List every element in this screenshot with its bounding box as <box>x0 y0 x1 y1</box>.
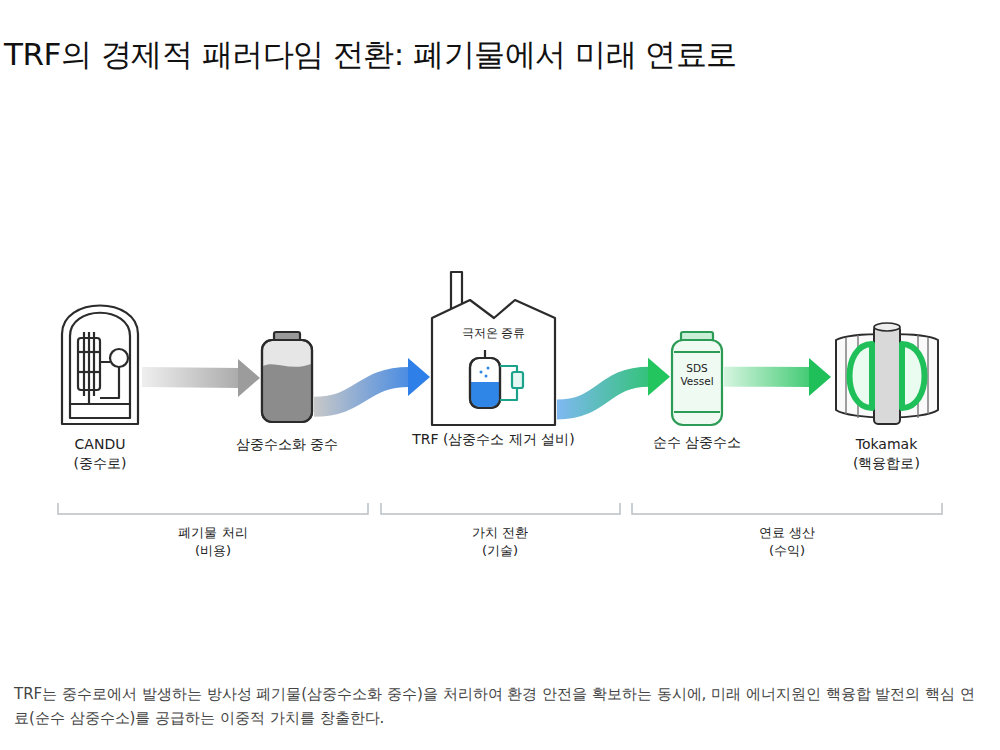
candu-icon <box>62 306 138 425</box>
flow-arrow <box>142 359 260 397</box>
group-label: 가치 전환 (기술) <box>459 524 541 560</box>
diagram-node: CANDU (중수로) <box>60 305 140 425</box>
arrow-head <box>648 358 670 396</box>
flow-arrow <box>724 358 831 396</box>
flow-band <box>142 367 239 388</box>
arrow-head <box>408 358 430 396</box>
arrow-head <box>809 358 831 396</box>
sds-vessel-icon <box>672 332 722 425</box>
group-brackets <box>58 503 942 514</box>
group-label: 연료 생산 (수익) <box>746 524 828 560</box>
arrow-head <box>238 359 260 397</box>
diagram-title: TRF의 경제적 패러다임 전환: 폐기물에서 미래 연료로 <box>4 34 737 76</box>
flow-band <box>724 367 810 387</box>
diagram-node: 삼중수소화 중수 <box>262 332 312 422</box>
node-label: 삼중수소화 중수 <box>222 435 352 454</box>
group-label: 폐기물 처리 (비용) <box>167 524 259 560</box>
inner-label: SDS Vessel <box>672 362 722 388</box>
diagram-node: SDS Vessel순수 삼중수소 <box>672 332 722 425</box>
factory-icon <box>432 272 555 425</box>
diagram-node: Tokamak (핵융합로) <box>833 325 940 425</box>
node-label: Tokamak (핵융합로) <box>839 435 935 473</box>
flow-band <box>314 377 409 407</box>
node-label: CANDU (중수로) <box>58 435 142 473</box>
inner-label: 극저온 증류 <box>432 326 555 341</box>
node-label: TRF (삼중수소 제거 설비) <box>394 430 594 449</box>
flow-arrow <box>314 358 430 407</box>
flow-band <box>557 377 649 410</box>
flow-arrow <box>557 358 670 410</box>
diagram-node: 극저온 증류TRF (삼중수소 제거 설비) <box>432 270 555 425</box>
tokamak-icon <box>836 323 938 424</box>
node-label: 순수 삼중수소 <box>637 433 757 452</box>
tank-icon <box>262 332 312 422</box>
caption: TRF는 중수로에서 발생하는 방사성 폐기물(삼중수소화 중수)을 처리하여 … <box>14 682 989 730</box>
